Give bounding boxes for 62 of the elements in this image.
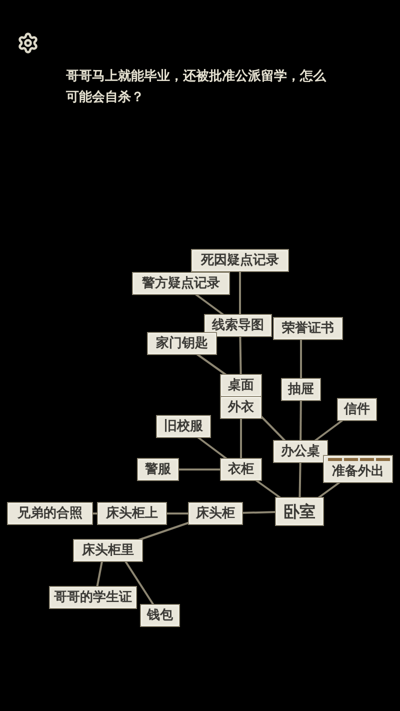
clue-card xyxy=(221,397,261,418)
clue-label: 外衣 xyxy=(228,401,254,414)
connector-line xyxy=(194,293,224,316)
clue-label: 衣柜 xyxy=(228,463,254,476)
clue-label: 床头柜里 xyxy=(82,544,134,557)
clue-card xyxy=(98,503,166,524)
clue-card xyxy=(189,503,242,524)
clue-card xyxy=(274,441,327,462)
clue-label: 床头柜 xyxy=(196,507,235,520)
question-text: 哥哥马上就能毕业，还被批准公派留学，怎么可能会自杀？ xyxy=(66,68,328,107)
clue-card xyxy=(148,333,216,354)
clue-label: 线索导图 xyxy=(212,319,264,332)
connector-line xyxy=(166,512,189,514)
connector-line xyxy=(240,418,242,459)
connector-line xyxy=(196,436,228,460)
connector-line xyxy=(242,511,276,514)
connector-line xyxy=(138,522,190,541)
clue-card xyxy=(221,375,261,396)
clue-label: 桌面 xyxy=(228,379,254,392)
clue-card xyxy=(74,540,142,561)
clue-card xyxy=(338,399,376,420)
clue-card xyxy=(221,459,261,480)
clue-label: 办公桌 xyxy=(281,445,320,458)
clue-label: 荣誉证书 xyxy=(282,322,334,335)
connector-line xyxy=(239,336,242,376)
connector-line xyxy=(318,481,341,499)
clue-card xyxy=(324,456,392,482)
clue-card xyxy=(274,318,342,339)
connector-line xyxy=(96,560,104,588)
clue-card xyxy=(8,503,92,524)
connector-line xyxy=(300,339,302,379)
clue-card xyxy=(282,379,320,400)
clue-label: 床头柜上 xyxy=(106,507,158,520)
clue-label: 死因疑点记录 xyxy=(201,254,279,267)
clue-card xyxy=(133,273,229,294)
clue-label: 卧室 xyxy=(284,504,316,520)
connector-line xyxy=(260,416,286,442)
clue-card xyxy=(192,250,288,271)
connector-line xyxy=(300,400,302,441)
clue-label: 准备外出 xyxy=(332,464,384,478)
clue-card xyxy=(138,459,178,480)
clue-card xyxy=(50,587,136,608)
connector-line xyxy=(314,419,344,442)
clue-card xyxy=(276,498,323,525)
clue-label: 旧校服 xyxy=(164,420,203,433)
connector-line xyxy=(255,479,282,499)
clue-card xyxy=(157,416,210,437)
connector-line xyxy=(239,271,241,315)
clue-label: 警服 xyxy=(145,463,171,476)
clue-label: 兄弟的合照 xyxy=(18,507,82,520)
clue-label: 警方疑点记录 xyxy=(142,277,220,290)
clue-label: 哥哥的学生证 xyxy=(54,591,132,604)
clue-label: 抽屉 xyxy=(288,383,314,396)
clue-label: 家门钥匙 xyxy=(156,337,208,350)
clue-label: 钱包 xyxy=(147,609,173,622)
clue-card xyxy=(205,315,271,336)
connector-line xyxy=(124,560,154,606)
connector-line xyxy=(178,468,221,470)
clue-card xyxy=(141,605,179,626)
clue-label: 信件 xyxy=(344,403,370,416)
connector-line xyxy=(196,353,227,376)
connector-line xyxy=(298,462,302,498)
